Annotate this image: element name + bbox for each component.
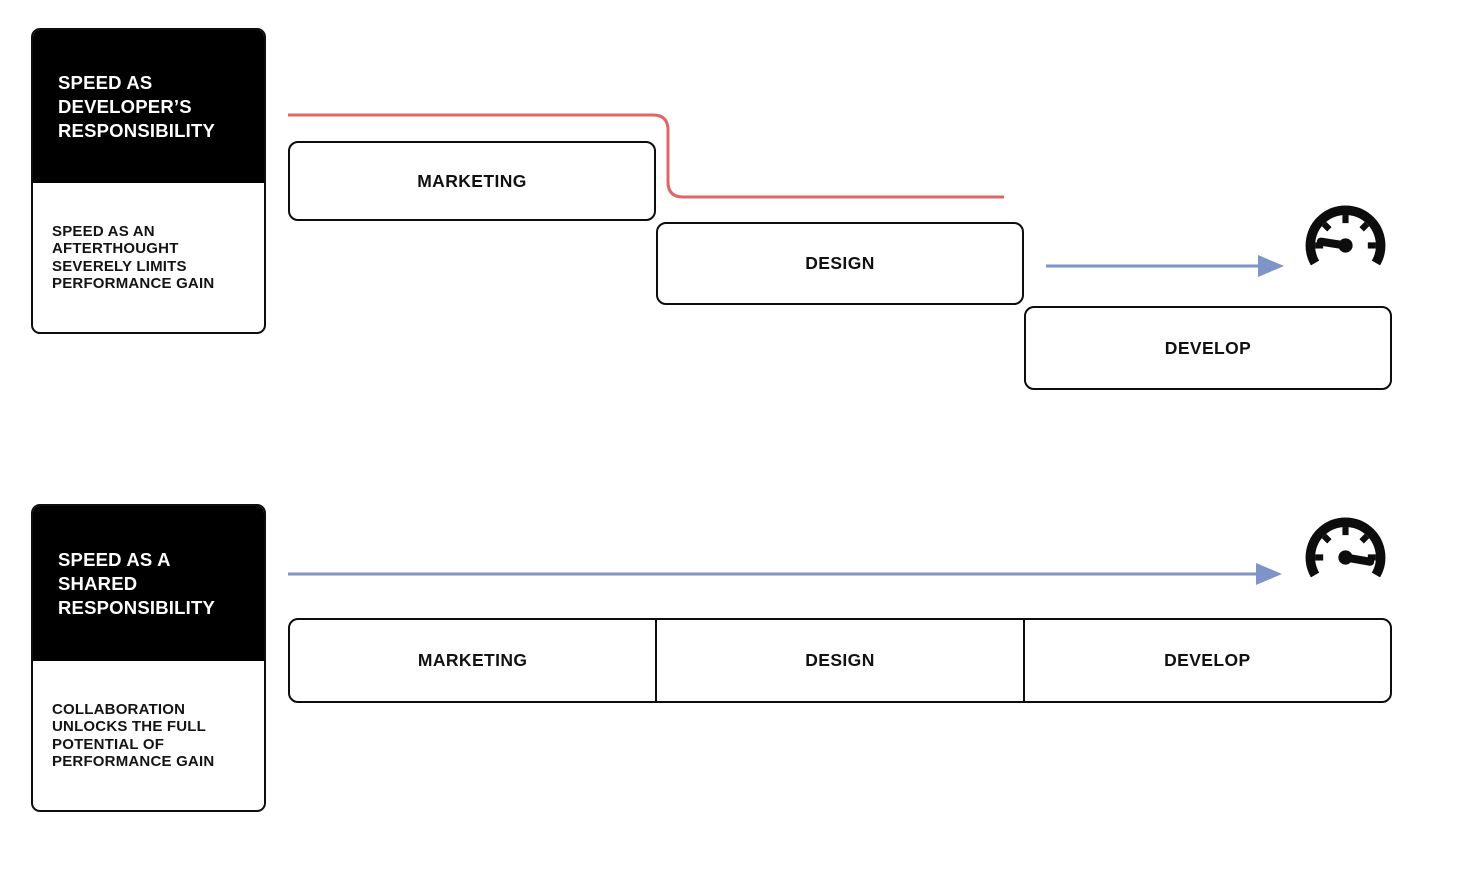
- stage-cell-marketing: MARKETING: [417, 650, 528, 670]
- scenario-card-title: SPEED AS A SHARED RESPONSIBILITY: [33, 506, 264, 661]
- speed-arrow-waterfall: [1046, 255, 1284, 277]
- stage-box-develop: DEVELOP: [1024, 306, 1392, 390]
- stage-cell-design: DESIGN: [655, 620, 1022, 701]
- scenario-card-description: SPEED AS AN AFTERTHOUGHT SEVERELY LIMITS…: [52, 222, 215, 293]
- stage-box-marketing: MARKETING: [288, 141, 656, 221]
- scenario-card-shared: SPEED AS A SHARED RESPONSIBILITY COLLABO…: [31, 504, 266, 812]
- speedometer-fast-icon: [1305, 517, 1386, 578]
- speed-arrow-shared: [288, 563, 1282, 585]
- speedometer-slow-icon: [1305, 205, 1386, 266]
- scenario-card-description: COLLABORATION UNLOCKS THE FULL POTENTIAL…: [52, 700, 215, 771]
- scenario-card-waterfall: SPEED AS DEVELOPER’S RESPONSIBILITY SPEE…: [31, 28, 266, 334]
- shared-stage-row: MARKETING DESIGN DEVELOP: [288, 618, 1392, 703]
- stage-box-design: DESIGN: [656, 222, 1024, 305]
- scenario-card-title: SPEED AS DEVELOPER’S RESPONSIBILITY: [33, 30, 264, 183]
- stage-cell-develop: DEVELOP: [1022, 620, 1390, 701]
